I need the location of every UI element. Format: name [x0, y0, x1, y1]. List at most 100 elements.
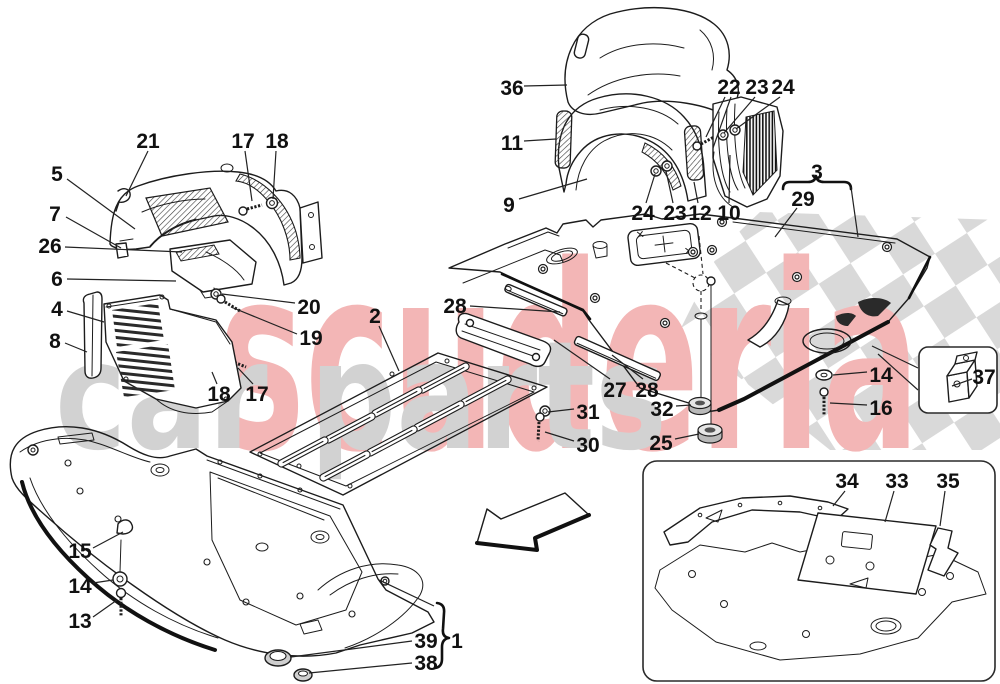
tray1-holes — [64, 459, 356, 618]
leader-line-22 — [705, 96, 726, 138]
callout-29: 29 — [791, 188, 814, 211]
callout-32: 32 — [650, 398, 673, 421]
callout-30: 30 — [576, 434, 599, 457]
callout-17: 17 — [231, 130, 254, 153]
leader-line-3 — [850, 186, 859, 238]
plate-holes — [257, 358, 537, 489]
leader-line-4 — [66, 310, 105, 323]
callout-14: 14 — [869, 364, 893, 387]
leader-line-17 — [237, 367, 254, 385]
vent-panel-drawing — [82, 291, 242, 414]
callout-36: 36 — [500, 77, 523, 100]
leader-line-23 — [665, 170, 674, 204]
callout-39: 39 — [414, 630, 437, 653]
leader-line-14 — [832, 371, 868, 376]
leader-line-23 — [723, 96, 756, 134]
leader-line-24 — [645, 173, 656, 204]
washer-23-drawing — [717, 129, 729, 141]
bolt-22-drawing — [692, 135, 715, 151]
leader-line-33 — [884, 490, 895, 523]
brace-1 — [433, 601, 451, 670]
callout-11: 11 — [501, 132, 524, 155]
washer-23b-drawing — [661, 160, 673, 172]
leader-line-9 — [518, 178, 588, 200]
leader-line-37 — [951, 378, 973, 387]
leader-line-19 — [230, 306, 298, 335]
callout-17: 17 — [245, 383, 268, 406]
leader-line-28 — [469, 305, 561, 313]
leader-line-15 — [92, 531, 124, 549]
heat-shield-plate-drawing — [249, 352, 551, 496]
inset-part-35-drawing — [927, 527, 959, 577]
callout-15: 15 — [68, 540, 92, 563]
callout-37: 37 — [972, 366, 995, 389]
inset-base-tray-drawing — [654, 542, 987, 661]
callout-6: 6 — [51, 268, 63, 291]
washer-24-drawing — [729, 124, 741, 136]
grommet-39-drawing — [264, 649, 292, 667]
callout-22: 22 — [717, 76, 740, 99]
callout-16: 16 — [869, 397, 892, 420]
callout-24: 24 — [771, 76, 795, 99]
leader-line-24 — [735, 96, 781, 130]
inset-part-33-drawing — [797, 512, 937, 595]
leader-line-31 — [547, 408, 575, 413]
callout-12: 12 — [688, 202, 711, 225]
callout-5: 5 — [51, 163, 63, 186]
callout-2: 2 — [369, 305, 381, 328]
callout-34: 34 — [835, 470, 859, 493]
callout-20: 20 — [297, 296, 320, 319]
grommet-32-drawing — [688, 396, 712, 416]
leader-line-8 — [64, 342, 88, 353]
leader-line-20 — [221, 293, 296, 304]
leader-line-18 — [211, 371, 218, 385]
leader-line-22 — [712, 96, 732, 149]
callout-1: 1 — [451, 630, 463, 653]
leader-line-30 — [544, 431, 575, 442]
clip-15-drawing — [116, 519, 134, 535]
bracket-37-drawing — [946, 351, 978, 403]
callout-9: 9 — [503, 194, 515, 217]
leader-line-38 — [308, 662, 413, 674]
plate-27-drawing — [455, 312, 552, 368]
bolt-16-drawing — [819, 387, 829, 416]
bolt-30-31-drawing — [535, 405, 551, 442]
callout-31: 31 — [576, 401, 600, 424]
leader-line-27 — [553, 339, 611, 380]
leader-line-17 — [244, 150, 253, 202]
leader-line-25 — [674, 433, 700, 440]
callout-8: 8 — [49, 330, 61, 353]
leader-line-14 — [92, 579, 114, 584]
access-panel-29-drawing — [627, 222, 701, 267]
direction-arrow — [475, 492, 591, 552]
leader-line-2 — [378, 325, 400, 372]
leader-line-36 — [523, 84, 568, 87]
callout-28: 28 — [635, 379, 659, 402]
callout-26: 26 — [38, 235, 61, 258]
callout-35: 35 — [936, 470, 960, 493]
front-undertray-drawing — [9, 425, 435, 682]
leader-line-29 — [774, 207, 798, 238]
leader-line-13 — [92, 599, 118, 618]
washer-24b-drawing — [650, 165, 662, 177]
front-wheelhouse-drawing — [109, 163, 323, 373]
leader-line-6 — [66, 278, 177, 282]
strip-12-drawing — [683, 125, 705, 181]
callout-7: 7 — [49, 203, 61, 226]
callout-28: 28 — [443, 295, 467, 318]
washer-14-drawing — [112, 571, 128, 587]
callout-23: 23 — [663, 202, 686, 225]
leader-line-12 — [693, 181, 699, 204]
leader-line-35 — [939, 490, 946, 527]
inset-box-37 — [871, 345, 998, 414]
leader-line-39 — [290, 640, 413, 658]
leader-line-18 — [272, 150, 277, 200]
leader-line-11 — [523, 138, 557, 142]
callout-4: 4 — [51, 298, 63, 321]
leader-line-34 — [832, 490, 846, 507]
undertray-main-drawing — [448, 213, 932, 444]
tray-washers — [537, 216, 893, 329]
